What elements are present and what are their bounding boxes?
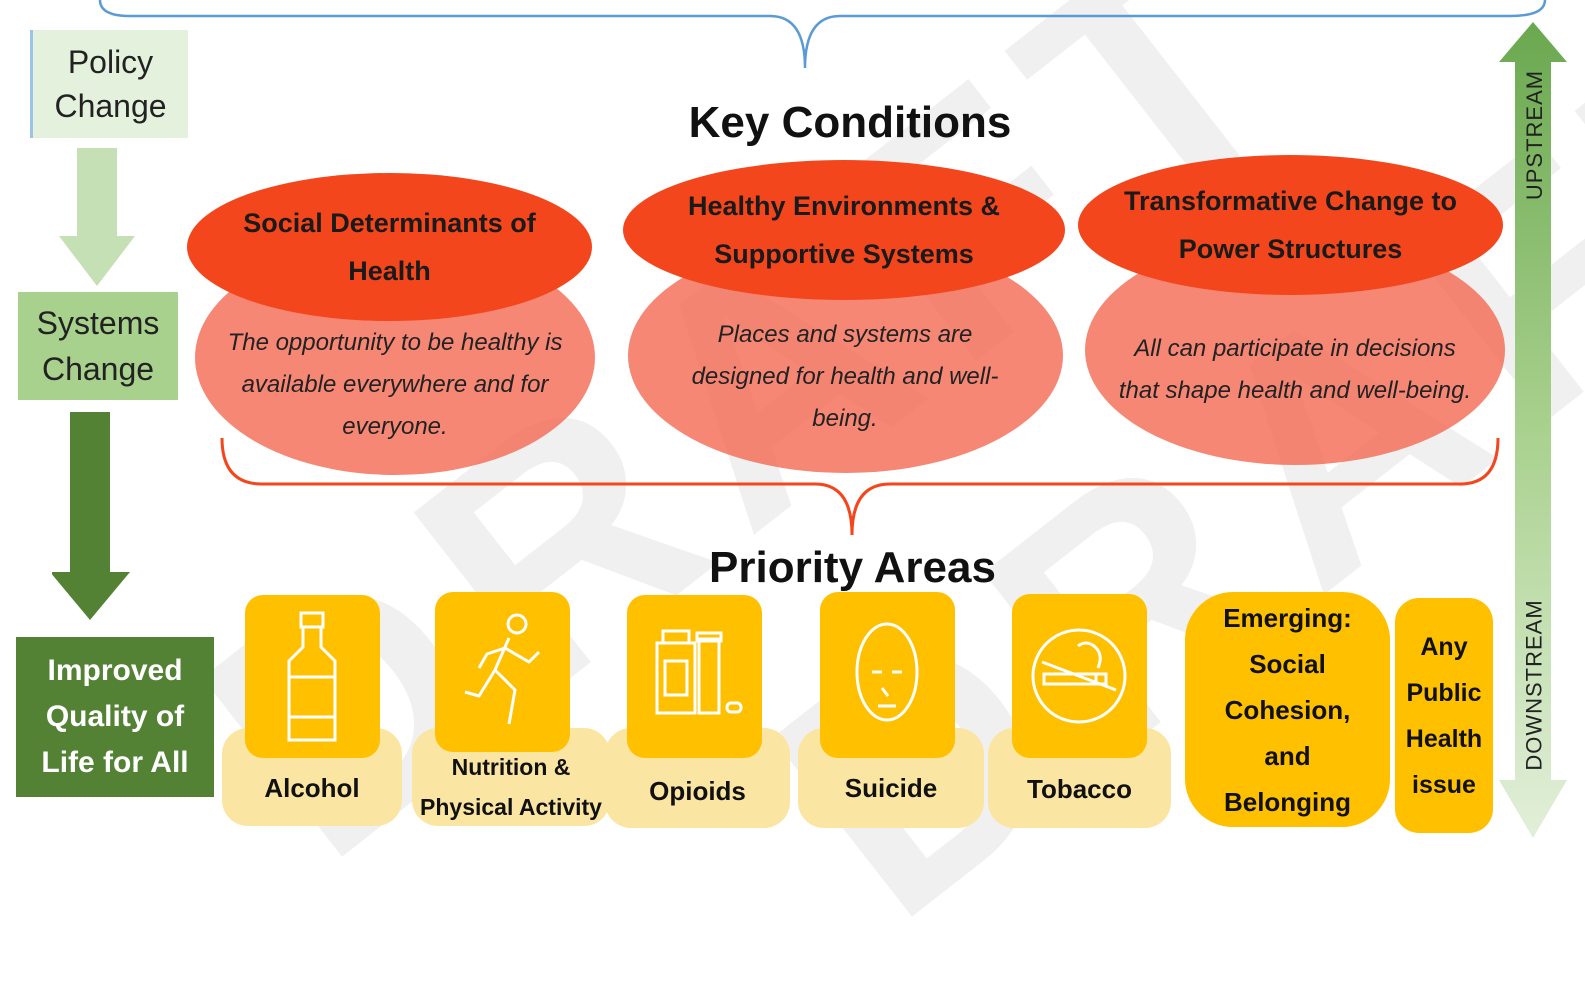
- cigarette-icon: [1031, 628, 1127, 724]
- axis-upstream-text: UPSTREAM: [1522, 69, 1547, 201]
- emerging-priority: Emerging: Social Cohesion, and Belonging: [1185, 592, 1390, 827]
- condition-description: The opportunity to be healthy is availab…: [227, 329, 563, 440]
- axis-upstream-label: UPSTREAM: [1460, 60, 1585, 210]
- condition-description: Places and systems are designed for heal…: [691, 321, 999, 432]
- priority-icon-tile: [820, 592, 955, 758]
- any-public-health-issue: Any Public Health issue: [1395, 598, 1493, 833]
- page-title: Key Conditions: [688, 98, 1012, 147]
- condition-heading: Transformative Change to Power Structure…: [1078, 155, 1503, 295]
- priority-icon-tile: [627, 595, 762, 758]
- top-blue-brace: [98, 0, 1547, 69]
- red-brace: [220, 437, 1500, 536]
- stage-policy-change: Policy Change: [30, 30, 188, 138]
- priority-icon-tile: [435, 592, 570, 752]
- priority-areas-title: Priority Areas: [709, 543, 996, 592]
- stage-systems-change: Systems Change: [18, 292, 178, 400]
- priority-icon-tile: [1012, 594, 1147, 758]
- stage-improved-quality: Improved Quality of Life for All: [16, 637, 214, 797]
- condition-heading: Healthy Environments & Supportive System…: [623, 160, 1065, 300]
- pill-bottles-icon: [655, 629, 743, 715]
- face-icon: [855, 622, 919, 722]
- axis-downstream-text: DOWNSTREAM: [1521, 599, 1547, 771]
- bottle-icon: [287, 611, 337, 742]
- condition-heading: Social Determinants of Health: [187, 173, 592, 321]
- runner-icon: [464, 613, 541, 725]
- priority-icon-tile: [245, 595, 380, 758]
- arrow-down-light-icon: [59, 148, 135, 286]
- arrow-down-dark-icon: [52, 412, 130, 620]
- upstream-downstream-arrow: [1499, 22, 1567, 838]
- brace-svg: [98, 0, 1547, 536]
- condition-description: All can participate in decisions that sh…: [1118, 335, 1472, 404]
- axis-downstream-label: DOWNSTREAM: [1440, 590, 1585, 780]
